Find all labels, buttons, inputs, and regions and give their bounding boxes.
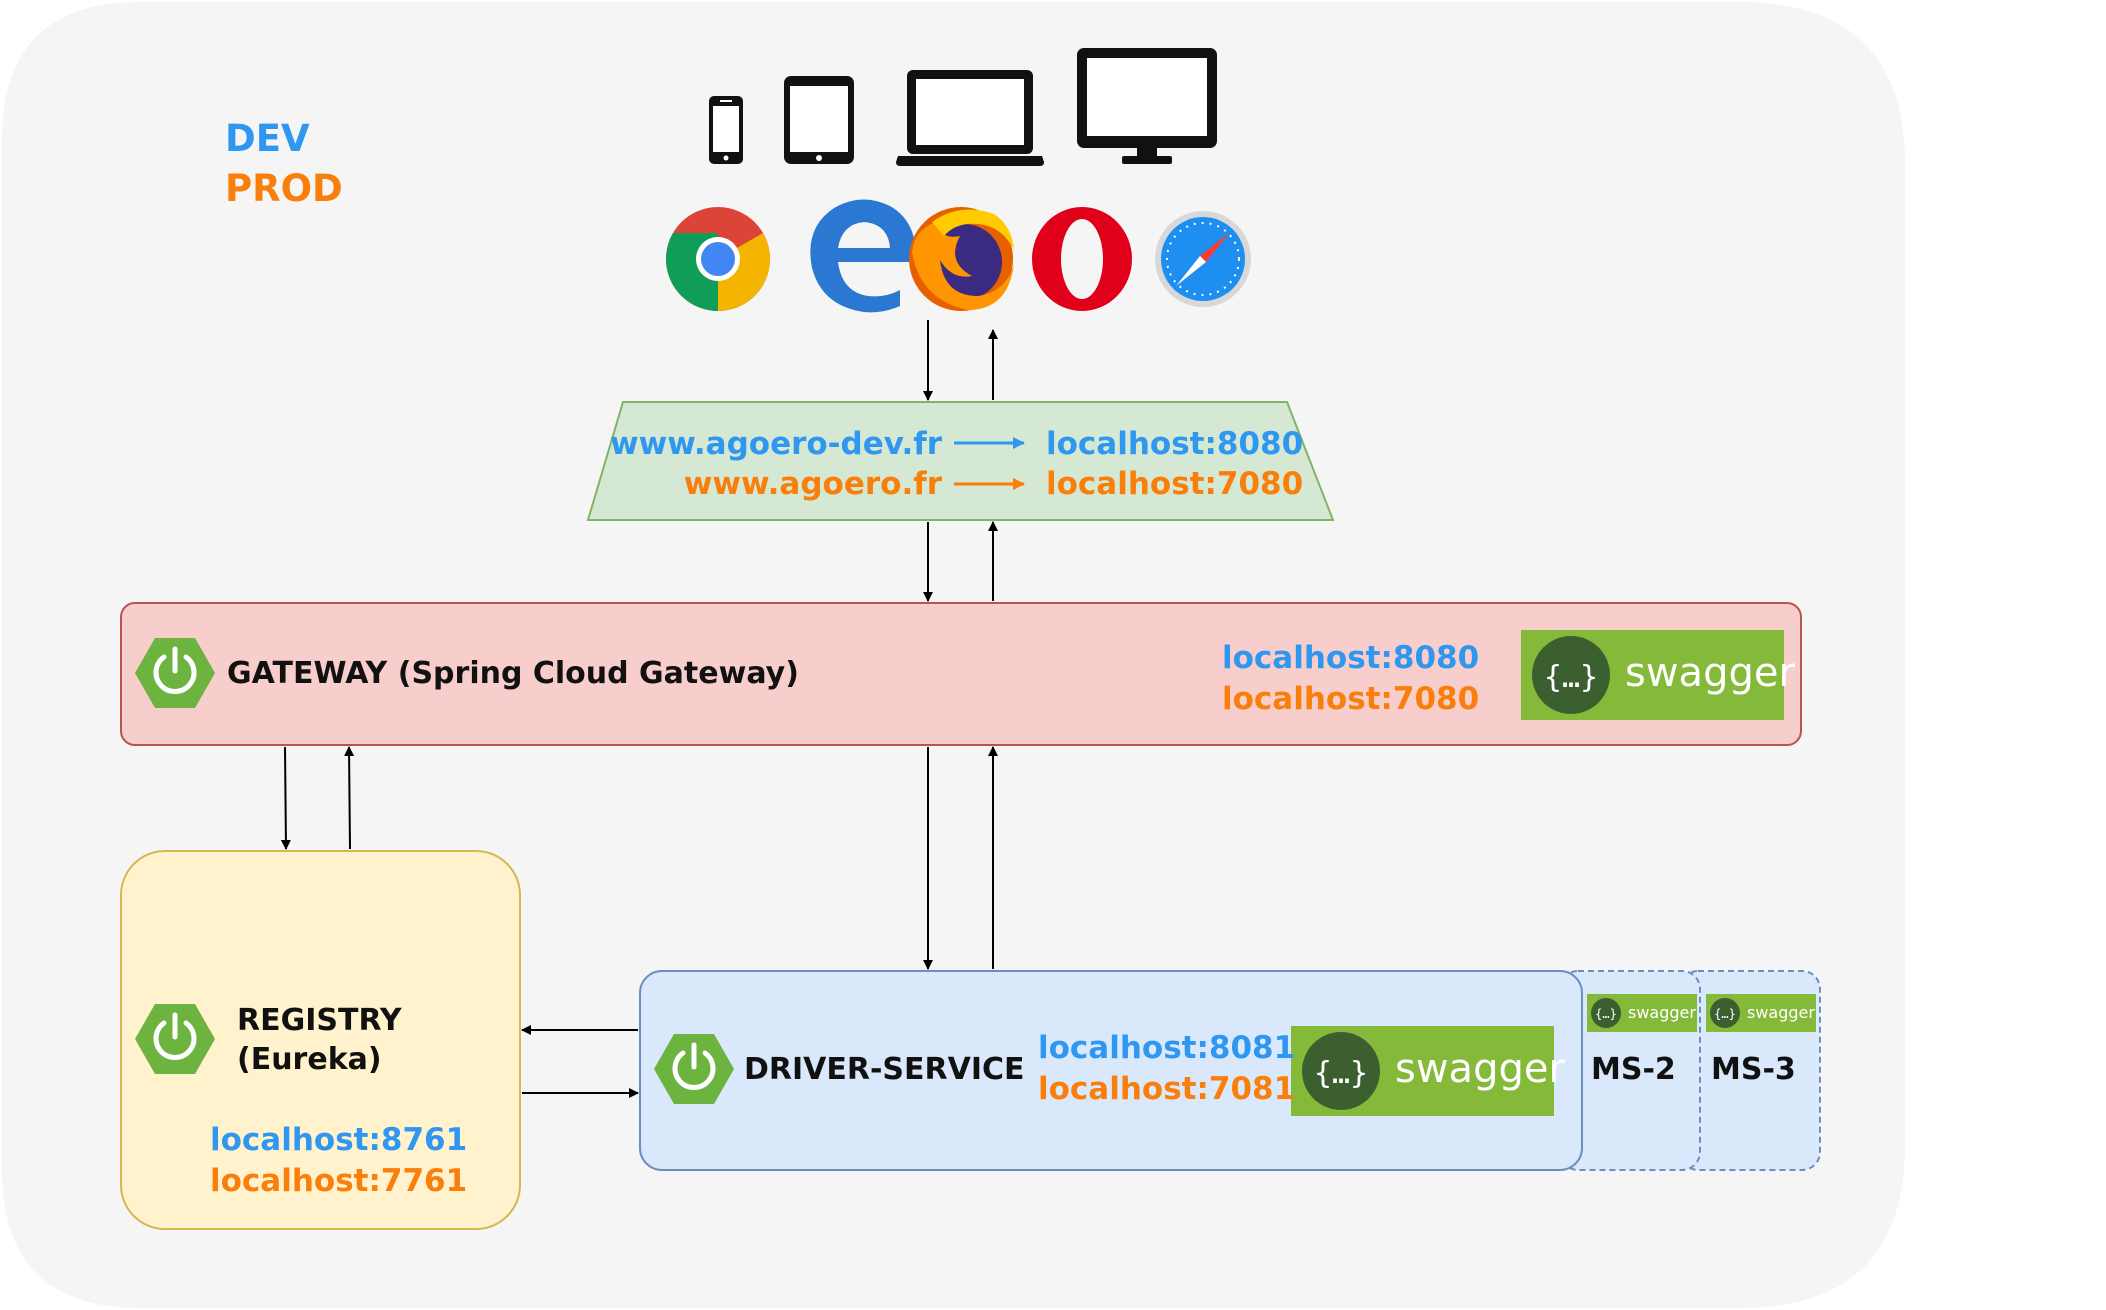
smartphone-icon — [709, 96, 743, 164]
reverse-proxy-box — [586, 401, 1335, 521]
svg-text:{…}: {…} — [1595, 1007, 1617, 1021]
tablet-icon — [784, 76, 854, 164]
svg-text:{…}: {…} — [1544, 660, 1598, 695]
proxy-dev-domain: www.agoero-dev.fr — [609, 426, 942, 462]
svg-text:{…}: {…} — [1714, 1007, 1736, 1021]
ms-3-swagger-badge: {…} — [1706, 994, 1816, 1032]
registry-dev-host: localhost:8761 — [210, 1122, 468, 1158]
ms-2-label: MS-2 — [1591, 1052, 1676, 1087]
ms-2-swagger-label: swagger — [1628, 1003, 1696, 1022]
registry-to-gateway-arrow — [344, 746, 355, 850]
driver-service-box — [639, 970, 1583, 1171]
laptop-icon — [896, 70, 1044, 166]
ms-3-label: MS-3 — [1711, 1052, 1796, 1087]
gateway-to-registry-arrow — [280, 746, 291, 850]
registry-title: REGISTRY — [237, 1003, 402, 1038]
registry-spring-boot-icon — [135, 1004, 215, 1074]
driver-service-swagger-badge: {…} — [1291, 1026, 1554, 1116]
driver-service-title: DRIVER-SERVICE — [744, 1052, 1025, 1087]
driver-service-prod-host: localhost:7081 — [1038, 1071, 1296, 1107]
desktop-monitor-icon — [1077, 48, 1217, 164]
driver-service-spring-boot-icon — [654, 1034, 734, 1104]
safari-icon — [1155, 211, 1251, 307]
svg-text:{…}: {…} — [1314, 1056, 1368, 1091]
opera-icon — [1032, 207, 1132, 311]
driver-service-swagger-label: swagger — [1395, 1046, 1565, 1092]
proxy-prod-target: localhost:7080 — [1046, 466, 1304, 502]
gateway-box — [120, 602, 1802, 746]
registry-box — [120, 850, 521, 1230]
driver-service-dev-host: localhost:8081 — [1038, 1030, 1296, 1066]
registry-prod-host: localhost:7761 — [210, 1163, 468, 1199]
proxy-prod-domain: www.agoero.fr — [683, 466, 942, 502]
gateway-spring-boot-icon — [135, 638, 215, 708]
firefox-icon — [909, 207, 1014, 311]
gateway-title: GATEWAY (Spring Cloud Gateway) — [227, 656, 799, 691]
legend-prod: PROD — [225, 167, 343, 210]
chrome-icon — [666, 207, 770, 311]
gateway-prod-host: localhost:7080 — [1222, 681, 1480, 717]
connectors — [280, 320, 998, 1098]
edge-icon — [810, 199, 917, 313]
gateway-swagger-badge: {…} — [1521, 630, 1784, 720]
ms-2-swagger-badge: {…} — [1587, 994, 1697, 1032]
gateway-dev-host: localhost:8080 — [1222, 640, 1480, 676]
ms-3-swagger-label: swagger — [1747, 1003, 1815, 1022]
proxy-dev-target: localhost:8080 — [1046, 426, 1304, 462]
legend-dev: DEV — [225, 117, 310, 160]
gateway-swagger-label: swagger — [1625, 650, 1795, 696]
registry-subtitle: (Eureka) — [237, 1042, 382, 1077]
